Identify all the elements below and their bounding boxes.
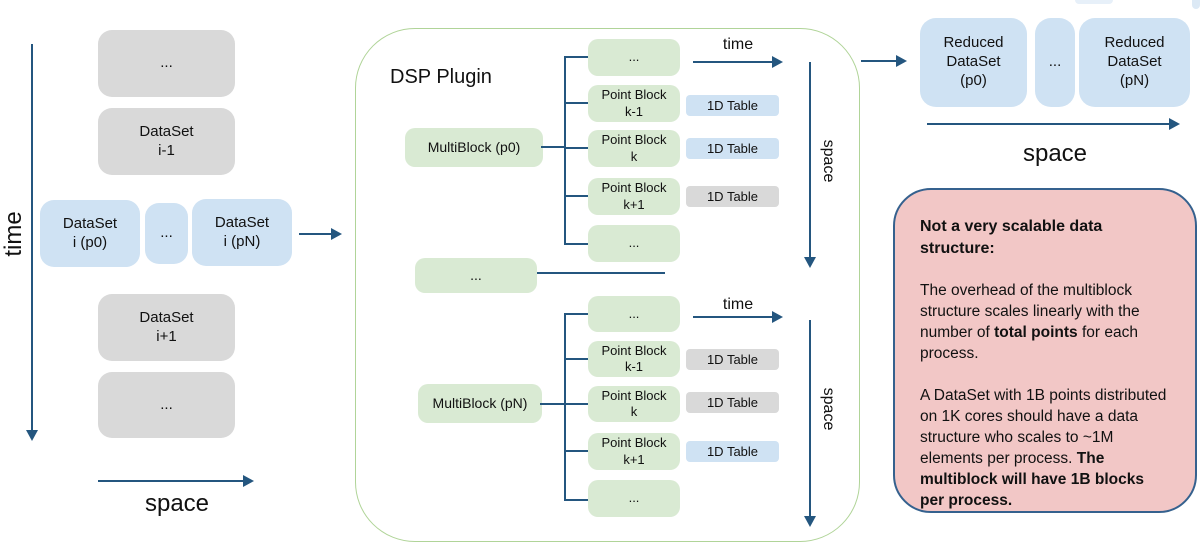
dataset-i-pn-box: DataSet i (pN) [192, 199, 292, 266]
point-block-k-minus-1: Point Block k-1 [588, 85, 680, 122]
dataset-ellipsis-box: ... [98, 30, 235, 97]
note-text: The overhead of the multiblock structure… [920, 282, 1140, 341]
tree-branch [564, 56, 588, 58]
reduced-dataset-ellipsis-box: ... [1035, 18, 1075, 107]
tree-connector [537, 272, 665, 274]
tree-branch [564, 147, 588, 149]
space-axis-label: space [1022, 140, 1088, 167]
note-paragraph-2: A DataSet with 1B points distributed on … [920, 385, 1171, 511]
time-axis-label: time [0, 211, 27, 257]
time-axis-arrow [693, 56, 783, 68]
1d-table-box: 1D Table [686, 349, 779, 370]
point-block-ellipsis: ... [588, 225, 680, 262]
space-axis-label: space [820, 139, 837, 183]
tree-branch [564, 195, 588, 197]
tree-branch [564, 499, 588, 501]
1d-table-box: 1D Table [686, 392, 779, 413]
dsp-plugin-title: DSP Plugin [390, 66, 492, 88]
tree-connector [540, 403, 566, 405]
tree-branch [564, 358, 588, 360]
note-panel: Not a very scalable data structure: The … [893, 188, 1197, 513]
dataset-row-ellipsis-box: ... [145, 203, 188, 264]
tree-branch [564, 313, 588, 315]
point-block-k-plus-1: Point Block k+1 [588, 178, 680, 215]
tree-connector [541, 146, 566, 148]
point-block-k-plus-1: Point Block k+1 [588, 433, 680, 470]
space-axis-label: space [820, 387, 837, 431]
point-block-ellipsis: ... [588, 39, 680, 76]
space-axis-arrow [804, 62, 816, 268]
1d-table-box: 1D Table [686, 186, 779, 207]
reduced-dataset-p0-box: Reduced DataSet (p0) [920, 18, 1027, 107]
tree-trunk [564, 313, 566, 501]
point-block-k: Point Block k [588, 130, 680, 167]
multiblock-ellipsis-box: ... [415, 258, 537, 293]
dataset-i-p0-box: DataSet i (p0) [40, 200, 140, 267]
tree-branch [564, 403, 588, 405]
point-block-k-minus-1: Point Block k-1 [588, 341, 680, 377]
dataset-i-minus-1-box: DataSet i-1 [98, 108, 235, 175]
time-axis-arrow [26, 44, 38, 441]
tree-branch [564, 243, 588, 245]
tree-branch [564, 102, 588, 104]
time-axis-label: time [722, 296, 754, 313]
space-axis-arrow [98, 475, 254, 487]
multiblock-p0-box: MultiBlock (p0) [405, 128, 543, 167]
dataset-ellipsis-box: ... [98, 372, 235, 438]
reduced-dataset-pn-box: Reduced DataSet (pN) [1079, 18, 1190, 107]
time-axis-label: time [722, 36, 754, 53]
time-axis-arrow [693, 311, 783, 323]
1d-table-box: 1D Table [686, 95, 779, 116]
tree-trunk [564, 56, 566, 245]
space-axis-arrow [927, 118, 1180, 130]
output-flow-arrow [861, 55, 907, 67]
1d-table-box: 1D Table [686, 138, 779, 159]
cropped-shape-fragment [1192, 0, 1200, 9]
input-flow-arrow [299, 228, 342, 240]
point-block-ellipsis: ... [588, 296, 680, 332]
note-bold-text: total points [994, 324, 1078, 341]
1d-table-box: 1D Table [686, 441, 779, 462]
note-text: for each process. [920, 324, 1138, 362]
space-axis-label: space [144, 490, 210, 517]
note-paragraph-1: The overhead of the multiblock structure… [920, 280, 1171, 364]
space-axis-arrow [804, 320, 816, 527]
note-bold-text: The multiblock will have 1B blocks per p… [920, 450, 1144, 509]
note-text: A DataSet with 1B points distributed on … [920, 387, 1167, 467]
dataset-i-plus-1-box: DataSet i+1 [98, 294, 235, 361]
multiblock-pn-box: MultiBlock (pN) [418, 384, 542, 423]
cropped-shape-fragment [1075, 0, 1113, 4]
point-block-k: Point Block k [588, 386, 680, 422]
point-block-ellipsis: ... [588, 480, 680, 517]
note-heading: Not a very scalable data structure: [920, 218, 1103, 257]
tree-branch [564, 450, 588, 452]
